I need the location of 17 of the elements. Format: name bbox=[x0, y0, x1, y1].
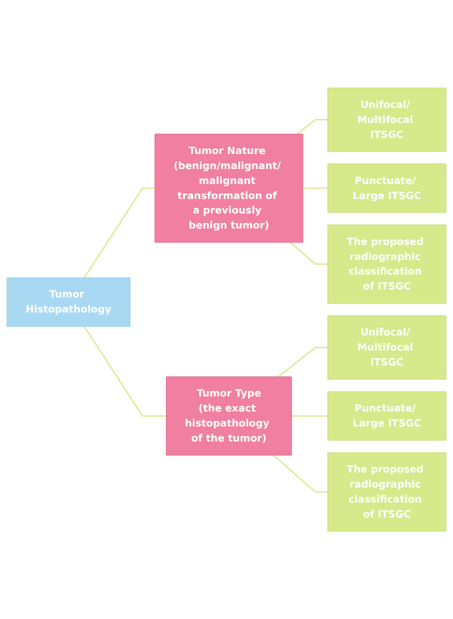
connector bbox=[84, 188, 155, 278]
node-box: Punctuate/ Large ITSGC bbox=[327, 391, 446, 440]
node-box: The proposed radiographic classification of ITSGC bbox=[327, 452, 446, 532]
connector bbox=[84, 326, 166, 417]
connector bbox=[290, 242, 328, 265]
node-box: Unifocal/ Multifocal ITSGC bbox=[327, 315, 446, 380]
node-box: Punctuate/ Large ITSGC bbox=[327, 164, 446, 213]
connector bbox=[302, 188, 328, 189]
node-box: Tumor Type (the exact histopathology of the tumor) bbox=[166, 376, 292, 456]
connector bbox=[278, 346, 328, 378]
connector bbox=[273, 454, 328, 492]
node-box: The proposed radiographic classification of ITSGC bbox=[327, 224, 446, 304]
connector bbox=[296, 119, 328, 134]
connector bbox=[292, 415, 328, 417]
node-box: Tumor Histopathology bbox=[6, 277, 130, 327]
node-box: Tumor Nature (benign/malignant/ malignant transformation of a previously benign tumor) bbox=[154, 134, 304, 243]
node-box: Unifocal/ Multifocal ITSGC bbox=[327, 88, 446, 152]
